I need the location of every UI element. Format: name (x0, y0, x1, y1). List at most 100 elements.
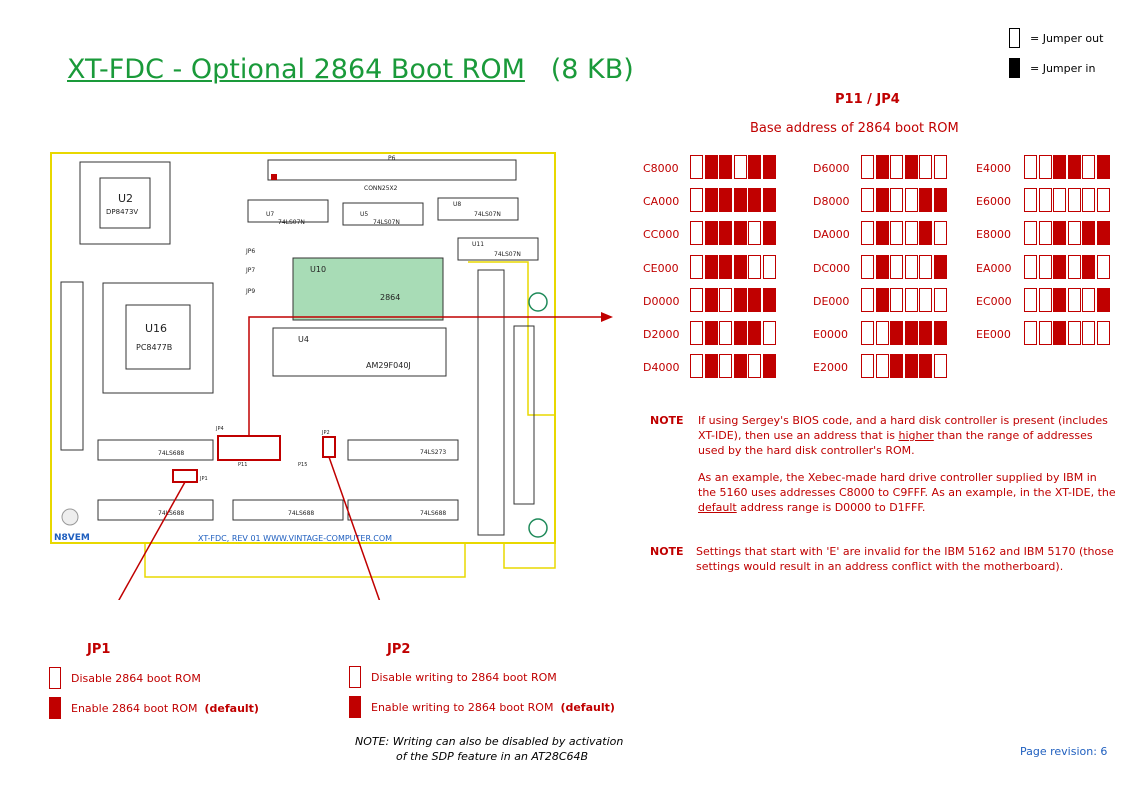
jumper-in (762, 354, 776, 378)
u4-label: U4 (298, 335, 309, 344)
u5-part: 74LS07N (373, 219, 400, 226)
jumper-in (704, 321, 718, 345)
address-label: E4000 (976, 162, 1011, 175)
address-label: CA000 (643, 195, 680, 208)
jumper-out (919, 288, 933, 312)
address-label: D8000 (813, 195, 850, 208)
bus-edge (144, 543, 466, 578)
jumper-out (1038, 188, 1052, 212)
jumper-in (1053, 288, 1067, 312)
u10-label: U10 (310, 265, 326, 274)
jp9-label: JP9 (245, 288, 255, 295)
u4-part: AM29F040J (366, 361, 411, 370)
p11-jp4-subtitle: Base address of 2864 boot ROM (750, 121, 959, 136)
board-footer: XT-FDC, REV 01 WWW.VINTAGE-COMPUTER.COM (198, 534, 392, 543)
conn-label: CONN25X2 (364, 185, 398, 192)
n8vem-logo: N8VEM (54, 533, 90, 543)
jumper-out (1024, 255, 1037, 279)
title-size: (8 KB) (550, 54, 634, 85)
jumper-out (1024, 321, 1037, 345)
jumper-out (719, 288, 733, 312)
jumper-in (919, 354, 933, 378)
address-jumper-set (690, 221, 778, 245)
u2-part: DP8473V (106, 208, 138, 216)
jumper-out (1053, 188, 1067, 212)
jumper-out (861, 155, 874, 179)
u11-part: 74LS07N (494, 251, 521, 258)
u16-chip (102, 282, 214, 394)
jumper-in (919, 221, 933, 245)
jumper-out (733, 155, 747, 179)
note2-text: Settings that start with 'E' are invalid… (696, 544, 1136, 574)
jp2-in-box (349, 696, 361, 718)
legend-out-box (1009, 28, 1020, 48)
p18-header (60, 281, 84, 451)
jumper-in (1053, 255, 1067, 279)
legend-in-box (1009, 58, 1020, 78)
address-jumper-set (1024, 321, 1112, 345)
jumper-out (1038, 288, 1052, 312)
jp2-default: (default) (560, 701, 615, 714)
jumper-out (861, 255, 874, 279)
jumper-in (733, 255, 747, 279)
address-jumper-set (690, 321, 778, 345)
address-jumper-set (861, 155, 949, 179)
sdp-note-line: NOTE: Writing can also be disabled by ac… (355, 735, 624, 748)
jumper-out (919, 255, 933, 279)
jumper-out (1038, 255, 1052, 279)
p11-arrowhead (601, 312, 613, 322)
note1-text: If using Sergey's BIOS code, and a hard … (698, 413, 1128, 515)
jumper-out (719, 321, 733, 345)
jumper-in (762, 155, 776, 179)
jumper-out (690, 155, 703, 179)
address-label: CC000 (643, 228, 680, 241)
address-jumper-set (861, 321, 949, 345)
jumper-out (1038, 321, 1052, 345)
jumper-out (719, 354, 733, 378)
note2-line: settings would result in an address conf… (696, 560, 1064, 573)
jumper-in (704, 354, 718, 378)
jumper-out (861, 188, 874, 212)
jumper-out (890, 188, 904, 212)
jumper-in (1082, 221, 1096, 245)
jumper-in (719, 188, 733, 212)
jumper-in (1053, 321, 1067, 345)
mount-hole-top (528, 292, 548, 312)
jp1-out-box (49, 667, 61, 689)
jumper-out (690, 288, 703, 312)
address-label: E2000 (813, 361, 848, 374)
jumper-out (690, 188, 703, 212)
jumper-out (861, 321, 874, 345)
note1-underlined: higher (898, 429, 934, 442)
jp2-out-box (349, 666, 361, 688)
note1-line: used by the hard disk controller's ROM. (698, 444, 915, 457)
jumper-in (704, 255, 718, 279)
u7-chip (247, 199, 329, 223)
jp2-arrow (328, 456, 381, 600)
jumper-out (933, 221, 947, 245)
address-jumper-set (861, 354, 949, 378)
jumper-out (748, 221, 762, 245)
note1-line: As an example, the Xebec-made hard drive… (698, 471, 1097, 484)
u2-label: U2 (118, 192, 133, 205)
jumper-in (904, 354, 918, 378)
jumper-out (748, 255, 762, 279)
jp4-label: JP4 (215, 426, 224, 432)
jumper-out (904, 188, 918, 212)
p2-header (513, 325, 535, 505)
jumper-in (748, 188, 762, 212)
jumper-out (1082, 288, 1096, 312)
u6-part: 74LS688 (158, 510, 184, 517)
address-jumper-set (690, 354, 778, 378)
note1-line: default address range is D0000 to D1FFF. (698, 500, 1128, 515)
jumper-in (733, 288, 747, 312)
jumper-in (733, 321, 747, 345)
jumper-in (933, 255, 947, 279)
jumper-out (1082, 188, 1096, 212)
jumper-out (1067, 221, 1081, 245)
address-label: E8000 (976, 228, 1011, 241)
jumper-out (1067, 288, 1081, 312)
u17-part: 74LS273 (420, 449, 446, 456)
u2-body (99, 177, 151, 229)
u5-chip (342, 202, 424, 226)
